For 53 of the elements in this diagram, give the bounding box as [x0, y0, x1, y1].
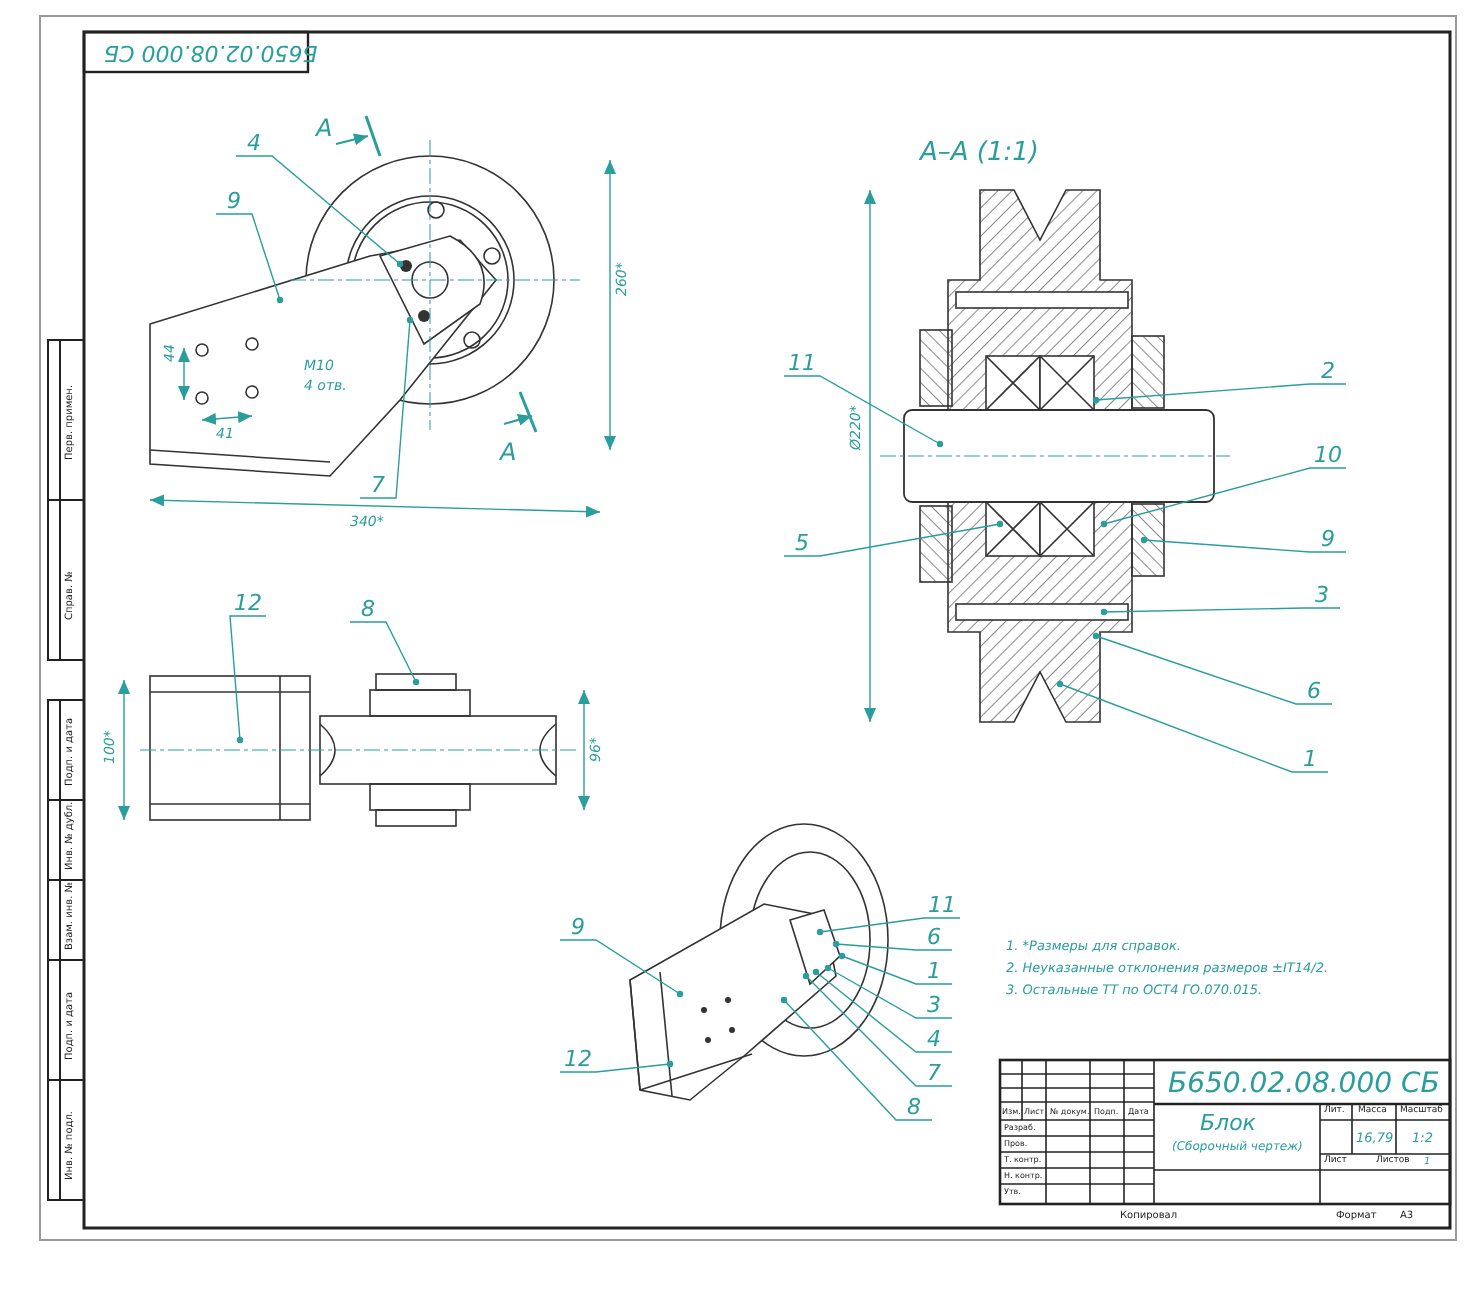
- view-letter: A: [316, 116, 333, 140]
- leader-line: [832, 940, 953, 951]
- leader-line: [783, 520, 1004, 557]
- drawing-number: Б650.02.08.000 СБ: [1168, 1070, 1440, 1098]
- leader-line: [229, 615, 267, 744]
- leader-line: [1140, 536, 1347, 553]
- document-code: Б650.02.08.000 СБ: [104, 42, 318, 64]
- callout-number: 4: [236, 132, 272, 156]
- section-title: A–A (1:1): [920, 140, 1039, 166]
- leader-line: [816, 917, 961, 936]
- leader-line: [1092, 632, 1333, 705]
- callout-number: 9: [560, 916, 596, 940]
- leader-line: [1100, 467, 1347, 528]
- section-view-drawing: [879, 189, 1231, 723]
- callout-number: 6: [1296, 680, 1332, 704]
- leader-line: [1100, 607, 1341, 616]
- top-view-drawing: [139, 673, 581, 827]
- leader-line: [1056, 680, 1329, 773]
- leader-line: [235, 155, 404, 268]
- callout-number: 3: [916, 994, 952, 1018]
- leader-line: [359, 316, 414, 499]
- callout-number: 9: [216, 190, 252, 214]
- callout-number: 1: [916, 960, 952, 984]
- leader-line: [559, 939, 684, 998]
- callout-number: 11: [924, 894, 960, 918]
- leader-line: [824, 964, 953, 1019]
- callout-number: 3: [1304, 584, 1340, 608]
- leader-line: [783, 375, 944, 448]
- callout-number: 7: [360, 474, 396, 498]
- leader-line: [1092, 383, 1347, 404]
- callout-number: 12: [230, 592, 266, 616]
- callout-number: 4: [916, 1028, 952, 1052]
- leader-line: [838, 952, 953, 985]
- leader-line: [780, 996, 933, 1121]
- callout-number: 10: [1310, 444, 1346, 468]
- callout-number: 6: [916, 926, 952, 950]
- callout-number: 7: [916, 1062, 952, 1086]
- leader-line: [802, 972, 953, 1087]
- callout-number: 8: [350, 598, 386, 622]
- callout-number: 9: [1310, 528, 1346, 552]
- callout-number: 2: [1310, 360, 1346, 384]
- callout-number: 12: [560, 1048, 596, 1072]
- drawing-title: Блок: [1200, 1112, 1256, 1134]
- leader-line: [812, 968, 953, 1053]
- leader-line: [349, 621, 420, 686]
- view-letter: A: [500, 440, 517, 464]
- leader-line: [559, 1060, 674, 1073]
- leader-line: [215, 213, 284, 304]
- callout-number: 11: [784, 352, 820, 376]
- isometric-view-drawing: [629, 823, 889, 1101]
- callout-number: 1: [1292, 748, 1328, 772]
- callout-number: 5: [784, 532, 820, 556]
- callout-number: 8: [896, 1096, 932, 1120]
